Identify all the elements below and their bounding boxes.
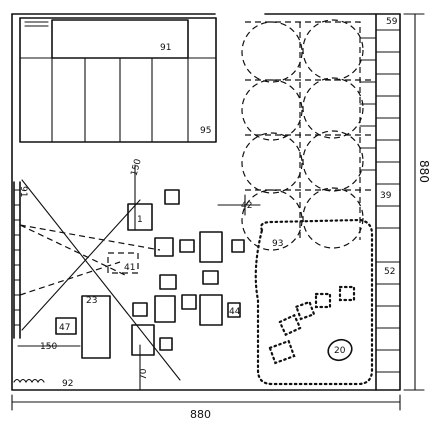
pond (254, 218, 374, 386)
tree-canopies (241, 19, 372, 251)
crosshair-mark (217, 194, 261, 216)
label-150-top: 150 (130, 158, 144, 177)
plot-outline (11, 13, 401, 391)
right-border-beds (359, 13, 401, 391)
dimension-lines (11, 13, 425, 411)
label-1: 1 (137, 215, 143, 225)
label-91-left: 91 (18, 186, 28, 197)
bottom-edging (13, 378, 45, 384)
label-39: 39 (380, 191, 392, 201)
label-150-left: 150 (40, 342, 57, 352)
label-41: 41 (124, 263, 135, 273)
label-47: 47 (59, 323, 70, 333)
label-70: 70 (139, 368, 149, 380)
label-52: 52 (384, 267, 395, 277)
stepping-blocks (55, 189, 245, 359)
label-42: 42 (241, 201, 252, 211)
label-95: 95 (200, 126, 211, 136)
dimension-width: 880 (190, 408, 211, 421)
label-44: 44 (229, 307, 241, 317)
dimension-height: 880 (417, 160, 431, 183)
left-trellis (13, 164, 181, 391)
label-23: 23 (86, 296, 97, 306)
label-93: 93 (272, 239, 283, 249)
label-20: 20 (334, 346, 346, 356)
label-91-top: 91 (160, 43, 171, 53)
pergola-structure (19, 17, 217, 143)
label-92: 92 (62, 379, 73, 389)
label-59: 59 (386, 17, 398, 27)
